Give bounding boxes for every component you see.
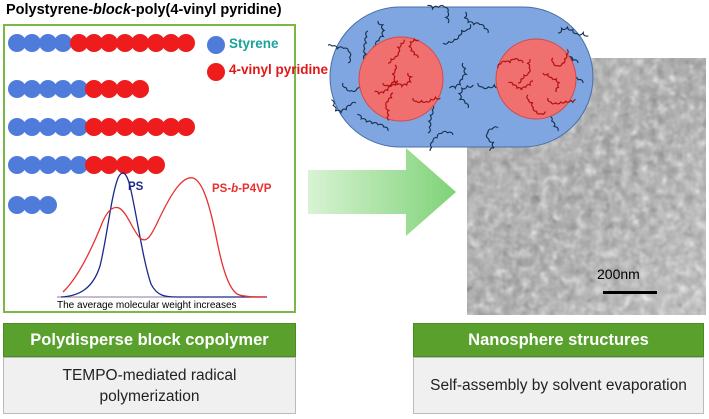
- styrene-unit: [23, 118, 42, 136]
- vinyl-pyridine-unit: [146, 156, 165, 174]
- corona-chain: [463, 11, 489, 34]
- core-chain: [517, 59, 531, 84]
- styrene-unit: [54, 156, 73, 174]
- vinyl-pyridine-unit: [85, 156, 103, 174]
- vinyl-pyridine-unit: [131, 34, 150, 52]
- scale-bar: [603, 291, 657, 294]
- vinyl-pyridine-legend-label: 4-vinyl pyridine: [229, 62, 329, 77]
- scale-bar-label: 200nm: [597, 266, 640, 282]
- core-chain: [382, 64, 398, 87]
- right-caption-subtitle: Self-assembly by solvent evaporation: [413, 357, 704, 414]
- title-prefix: Polystyrene-: [6, 2, 94, 18]
- vinyl-pyridine-unit: [100, 118, 119, 136]
- styrene-unit: [8, 80, 26, 98]
- ps-b-p4vp-series-label: PS-b-P4VP: [212, 183, 272, 195]
- ps-curve: [60, 172, 267, 298]
- corona-chain: [557, 25, 589, 37]
- styrene-unit: [69, 80, 88, 98]
- vinyl-pyridine-unit: [162, 118, 180, 136]
- vinyl-pyridine-unit: [115, 34, 134, 52]
- corona-chain: [429, 130, 454, 151]
- left-caption-title: Polydisperse block copolymer: [3, 323, 296, 357]
- styrene-unit: [8, 196, 26, 214]
- styrene-legend-dot: [207, 36, 225, 54]
- title-suffix: -poly(4-vinyl pyridine): [130, 2, 282, 18]
- p4vp-core-chains: [374, 38, 576, 121]
- ps-series-label: PS: [128, 181, 144, 193]
- vinyl-pyridine-unit: [131, 118, 150, 136]
- vinyl-pyridine-unit: [85, 80, 103, 98]
- vinyl-pyridine-unit: [115, 156, 134, 174]
- process-arrow: [308, 148, 456, 236]
- corona-chain: [427, 4, 450, 24]
- ps-b-p4vp-curve: [62, 177, 268, 298]
- core-chain: [412, 95, 441, 104]
- styrene-unit: [23, 196, 42, 214]
- corona-chain: [331, 99, 357, 115]
- styrene-unit: [54, 34, 73, 52]
- core-chain: [387, 39, 405, 64]
- vinyl-pyridine-unit: [146, 118, 165, 136]
- vinyl-pyridine-unit: [85, 118, 103, 136]
- vinyl-pyridine-legend-dot: [207, 63, 225, 81]
- right-caption-title: Nanosphere structures: [413, 323, 704, 357]
- styrene-unit: [38, 34, 57, 52]
- core-chain: [551, 48, 569, 67]
- core-chain: [526, 94, 546, 115]
- styrene-unit: [23, 34, 42, 52]
- vinyl-pyridine-unit: [100, 80, 119, 98]
- x-axis-label: The average molecular weight increases: [57, 300, 237, 311]
- corona-chain: [485, 126, 499, 151]
- vinyl-pyridine-unit: [162, 34, 180, 52]
- vinyl-pyridine-unit: [146, 34, 165, 52]
- core-chain: [408, 38, 420, 59]
- styrene-unit: [54, 118, 73, 136]
- micelle-core-right: [495, 38, 577, 120]
- corona-chain: [328, 44, 352, 64]
- vinyl-pyridine-unit: [131, 80, 150, 98]
- styrene-unit: [38, 156, 57, 174]
- corona-chain: [442, 24, 472, 45]
- corona-chain: [357, 113, 389, 132]
- styrene-unit: [69, 118, 88, 136]
- title-italic: block: [93, 2, 131, 18]
- core-chain: [508, 80, 534, 91]
- vinyl-pyridine-unit: [100, 156, 119, 174]
- core-chain: [542, 72, 560, 93]
- styrene-unit: [69, 156, 88, 174]
- vinyl-pyridine-unit: [115, 118, 134, 136]
- vinyl-pyridine-unit: [115, 80, 134, 98]
- vinyl-pyridine-unit: [100, 34, 119, 52]
- diagram-title: Polystyrene-block-poly(4-vinyl pyridine): [6, 2, 282, 18]
- corona-chain: [449, 62, 468, 90]
- vinyl-pyridine-unit: [85, 34, 103, 52]
- core-chain: [392, 72, 414, 89]
- styrene-legend-label: Styrene: [229, 36, 279, 51]
- styrene-unit: [23, 80, 42, 98]
- styrene-unit: [38, 118, 57, 136]
- vinyl-pyridine-unit: [177, 34, 196, 52]
- styrene-unit: [54, 80, 73, 98]
- styrene-unit: [8, 156, 26, 174]
- molecular-weight-distribution-chart: [57, 172, 268, 298]
- core-chain: [385, 92, 394, 121]
- micelle-core-left: [358, 36, 444, 122]
- micelle-schematic: [328, 4, 594, 151]
- styrene-unit: [8, 118, 26, 136]
- styrene-unit: [23, 156, 42, 174]
- corona-chain: [457, 84, 474, 109]
- core-chain: [374, 80, 399, 95]
- core-chain: [547, 97, 576, 105]
- copolymer-panel: Styrene 4-vinyl pyridine PS PS-b-P4VP Th…: [3, 24, 328, 313]
- core-chain: [497, 58, 524, 69]
- styrene-unit: [38, 80, 57, 98]
- vinyl-pyridine-unit: [131, 156, 150, 174]
- vinyl-pyridine-unit: [69, 34, 88, 52]
- left-caption-subtitle: TEMPO-mediated radical polymerization: [3, 357, 296, 414]
- styrene-unit: [38, 196, 57, 214]
- vinyl-pyridine-unit: [177, 118, 196, 136]
- styrene-unit: [8, 34, 26, 52]
